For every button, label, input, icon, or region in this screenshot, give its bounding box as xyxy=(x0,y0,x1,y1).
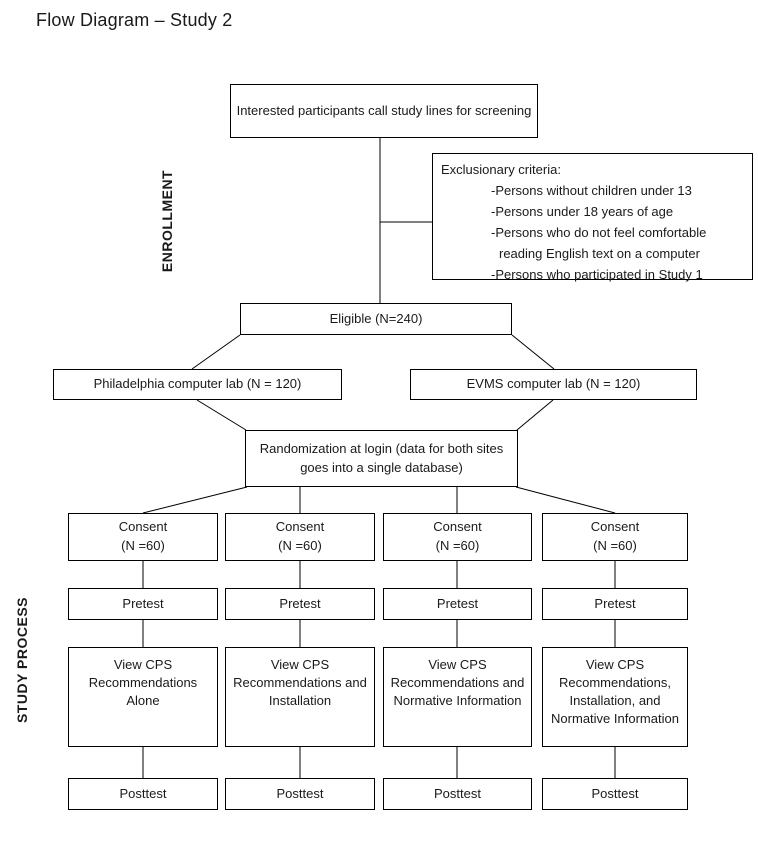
posttest-box-arm4: Posttest xyxy=(542,778,688,810)
pretest-box-arm2: Pretest xyxy=(225,588,375,620)
posttest-box-arm2: Posttest xyxy=(225,778,375,810)
pretest-label: Pretest xyxy=(594,595,636,611)
exclusion-heading: Exclusionary criteria: xyxy=(441,162,561,177)
exclusion-item: -Persons who do not feel comfortable rea… xyxy=(491,225,707,261)
posttest-label: Posttest xyxy=(434,785,481,801)
intervention-box-arm1: View CPS Recommendations Alone xyxy=(68,647,218,747)
page-title: Flow Diagram – Study 2 xyxy=(36,10,233,30)
screening-box: Interested participants call study lines… xyxy=(230,84,538,138)
intervention-label: View CPS Recommendations Alone xyxy=(88,657,198,708)
exclusion-item: -Persons who participated in Study 1 xyxy=(491,267,703,282)
consent-box-arm2: Consent (N =60) xyxy=(225,513,375,561)
consent-box-arm3: Consent (N =60) xyxy=(383,513,532,561)
exclusion-item: -Persons without children under 13 xyxy=(491,183,692,198)
randomization-box: Randomization at login (data for both si… xyxy=(245,430,518,487)
site-evms-box: EVMS computer lab (N = 120) xyxy=(410,369,697,400)
consent-n: (N =60) xyxy=(121,538,165,553)
pretest-label: Pretest xyxy=(436,595,479,611)
site-philadelphia-text: Philadelphia computer lab (N = 120) xyxy=(93,376,302,392)
pretest-box-arm4: Pretest xyxy=(542,588,688,620)
pretest-box-arm3: Pretest xyxy=(383,588,532,620)
exclusion-criteria-box: Exclusionary criteria: -Persons without … xyxy=(432,153,753,282)
intervention-label: View CPS Recommendations and Normative I… xyxy=(390,657,525,708)
exclusion-item: -Persons under 18 years of age xyxy=(491,204,674,219)
intervention-box-arm4: View CPS Recommendations, Installation, … xyxy=(542,647,688,747)
consent-n: (N =60) xyxy=(435,538,480,553)
consent-label: Consent xyxy=(275,519,325,535)
screening-text: Interested participants call study lines… xyxy=(236,102,532,118)
section-label-enrollment: ENROLLMENT xyxy=(159,169,175,273)
intervention-box-arm2: View CPS Recommendations and Installatio… xyxy=(225,647,375,747)
intervention-label: View CPS Recommendations and Installatio… xyxy=(233,657,367,708)
consent-label: Consent xyxy=(433,519,482,535)
pretest-label: Pretest xyxy=(279,595,321,611)
site-evms-text: EVMS computer lab (N = 120) xyxy=(466,376,641,392)
consent-n: (N =60) xyxy=(593,538,637,553)
consent-box-arm4: Consent (N =60) xyxy=(542,513,688,561)
consent-box-arm1: Consent (N =60) xyxy=(68,513,218,561)
site-philadelphia-box: Philadelphia computer lab (N = 120) xyxy=(53,369,342,400)
intervention-box-arm3: View CPS Recommendations and Normative I… xyxy=(383,647,532,747)
eligible-box: Eligible (N=240) xyxy=(240,303,512,335)
pretest-box-arm1: Pretest xyxy=(68,588,218,620)
posttest-label: Posttest xyxy=(276,785,324,801)
posttest-box-arm1: Posttest xyxy=(68,778,218,810)
posttest-box-arm3: Posttest xyxy=(383,778,532,810)
consent-n: (N =60) xyxy=(278,538,322,553)
randomization-text: Randomization at login (data for both si… xyxy=(259,440,504,475)
eligible-text: Eligible (N=240) xyxy=(329,310,423,326)
consent-label: Consent xyxy=(590,519,640,535)
posttest-label: Posttest xyxy=(119,785,167,801)
consent-label: Consent xyxy=(118,519,168,535)
section-label-study-process: STUDY PROCESS xyxy=(14,596,30,724)
intervention-label: View CPS Recommendations, Installation, … xyxy=(551,657,679,726)
posttest-label: Posttest xyxy=(591,785,639,801)
pretest-label: Pretest xyxy=(122,595,164,611)
